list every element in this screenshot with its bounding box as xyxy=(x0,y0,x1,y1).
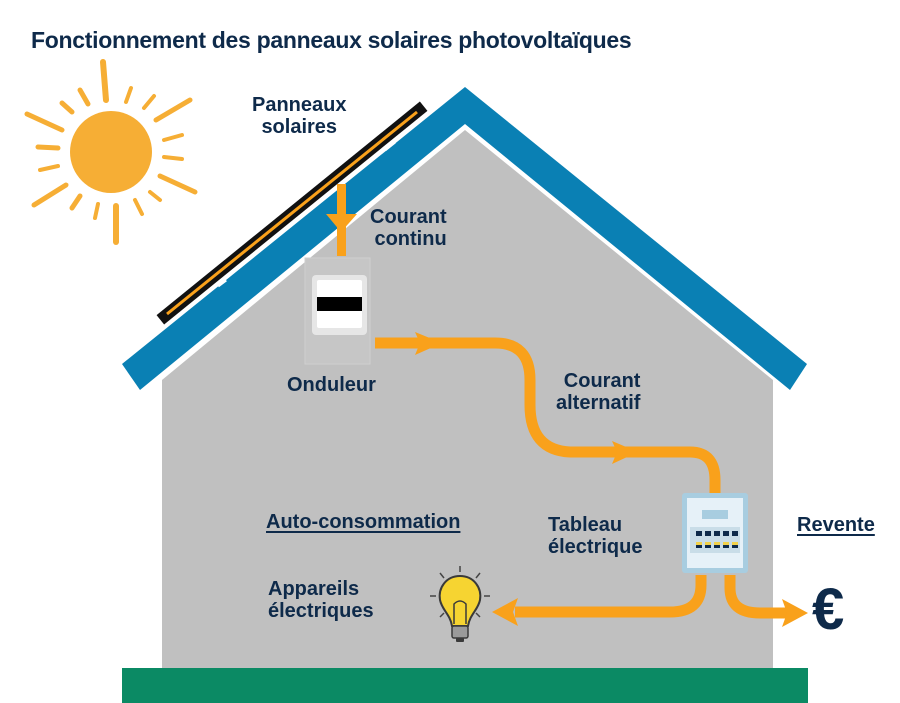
sun-icon xyxy=(24,59,198,245)
appliances-label: Appareils électriques xyxy=(268,578,374,622)
inverter-label: Onduleur xyxy=(287,374,376,396)
self-consumption-arrow xyxy=(492,575,707,626)
dc-current-arrow xyxy=(326,184,357,256)
ac-current-arrow xyxy=(375,332,721,495)
distribution-board-label: Tableau électrique xyxy=(548,514,643,558)
resale-arrow xyxy=(724,575,808,627)
diagram-title: Fonctionnement des panneaux solaires pho… xyxy=(31,27,632,53)
ground xyxy=(122,668,808,703)
ac-current-label: Courant alternatif xyxy=(556,370,641,414)
dc-current-label: Courant continu xyxy=(370,206,447,250)
light-bulb-icon xyxy=(430,566,490,642)
resale-link[interactable]: Revente xyxy=(797,514,875,536)
solar-panel-icon xyxy=(156,101,428,325)
electrical-panel-icon xyxy=(682,493,748,573)
solar-panels-label: Panneaux solaires xyxy=(252,94,347,138)
self-consumption-link[interactable]: Auto-consommation xyxy=(266,511,461,533)
euro-icon: € xyxy=(812,577,845,642)
inverter-icon xyxy=(304,257,371,365)
